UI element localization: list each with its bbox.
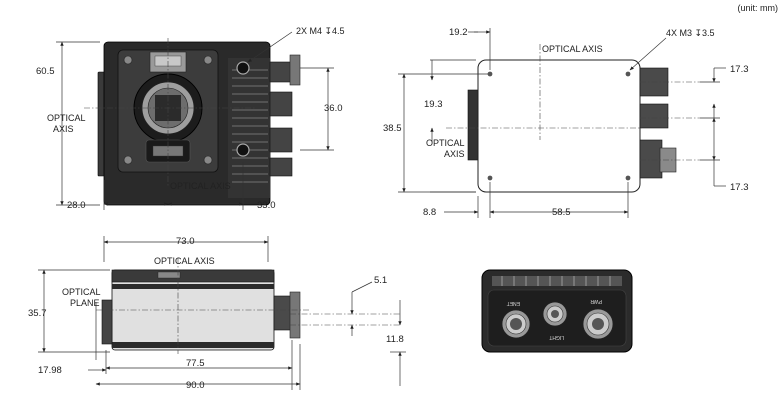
side-dim-height: 38.5 [383,123,402,134]
side-dim-connector-top: 17.3 [730,64,749,75]
front-view: 60.5 36.0 28.0 33.0 OPTICAL AXIS OPTICAL… [36,26,345,211]
front-dim-right: 33.0 [257,200,276,211]
top-label-optical-axis: OPTICAL AXIS [154,256,215,266]
top-label-optical-plane-2: PLANE [70,298,100,308]
side-dim-axis-height: 19.3 [424,99,443,110]
enet-connector [501,309,531,339]
front-label-optical-axis-left-2: AXIS [53,124,74,134]
top-label-optical-plane-1: OPTICAL [62,287,101,297]
top-dim-plane: 17.98 [38,365,62,376]
front-callout-mount-holes: 2X M4 ↧4.5 [296,26,345,36]
top-view: 73.0 OPTICAL AXIS 35.7 OPTICAL PLANE 17.… [28,236,406,391]
side-view: 19.2 OPTICAL AXIS 38.5 19.3 OPTICAL AXIS… [383,27,749,218]
side-dim-bottom-left: 8.8 [423,207,436,218]
side-dim-connector-bottom: 17.3 [730,182,749,193]
top-dim-width: 73.0 [176,236,195,247]
rear-label-light: LIGHT [549,334,564,340]
side-callout-mount-holes: 4X M3 ↧3.5 [666,28,715,38]
light-connector [542,301,568,327]
side-dim-top-offset: 19.2 [449,27,468,38]
side-label-optical-axis-left-1: OPTICAL [426,138,465,148]
front-label-optical-axis-bottom: OPTICAL AXIS [170,181,231,191]
top-dim-conn-height: 11.8 [386,334,404,345]
side-label-optical-axis-top: OPTICAL AXIS [542,44,603,54]
rear-view: ENET LIGHT PWR [481,269,633,353]
unit-label: (unit: mm) [738,3,779,13]
top-dim-conn-offset: 5.1 [374,275,387,286]
top-dim-length-1: 77.5 [186,358,205,369]
front-dim-height: 60.5 [36,66,55,77]
pwr-connector [582,308,614,340]
side-dim-bottom-width: 58.5 [552,207,571,218]
side-label-optical-axis-left-2: AXIS [444,149,465,159]
front-label-optical-axis-left-1: OPTICAL [47,113,86,123]
rear-label-pwr: PWR [590,298,602,304]
side-camera-body [467,59,677,193]
heatsink-fins [228,58,270,198]
rear-label-enet: ENET [507,300,520,306]
front-dim-left: 28.0 [67,200,86,211]
front-dim-connector-spacing: 36.0 [324,103,343,114]
top-dim-length-2: 90.0 [186,380,205,391]
top-dim-height: 35.7 [28,308,47,319]
